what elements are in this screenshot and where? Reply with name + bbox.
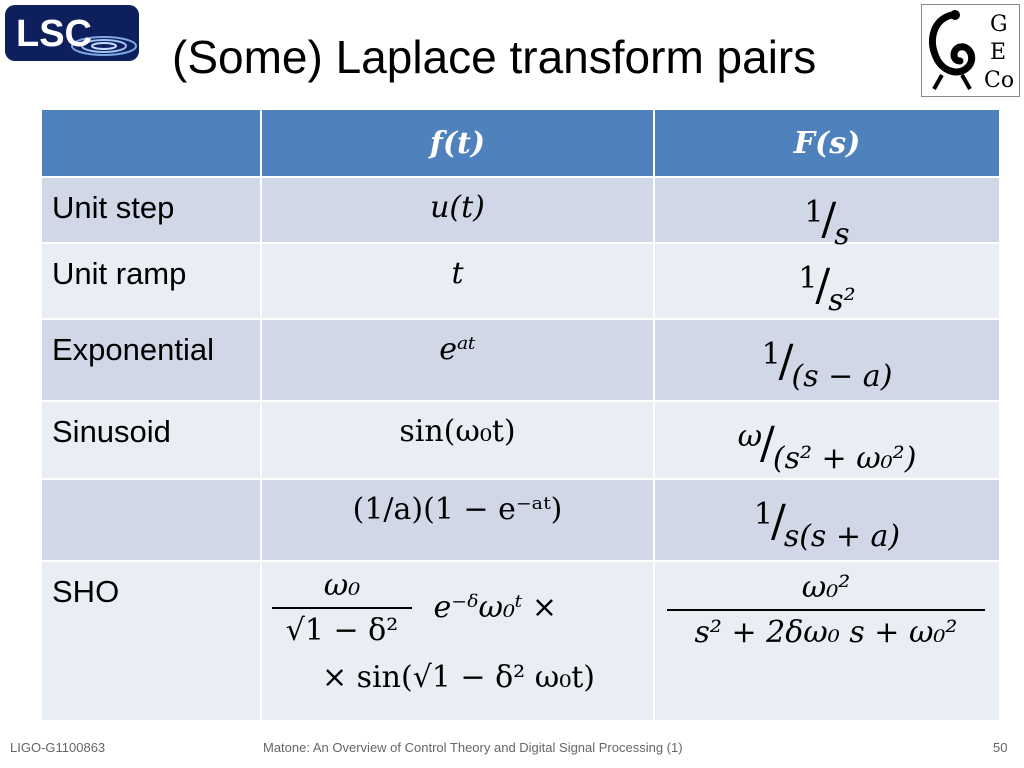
geco-letter-co: Co bbox=[984, 68, 1014, 93]
F-cell: ω₀² s² + 2δω₀ s + ω₀² bbox=[653, 560, 1001, 722]
page-title: (Some) Laplace transform pairs bbox=[172, 31, 817, 83]
header-F: F(s) bbox=[653, 108, 1001, 178]
table-row: Exponential eᵃᵗ 1/(s − a) bbox=[40, 318, 1001, 402]
F-fraction: ω/(s² + ω₀²) bbox=[737, 418, 917, 476]
table-header-row: f(t) F(s) bbox=[40, 108, 1001, 178]
F-fraction: 1/(s − a) bbox=[761, 336, 893, 394]
footer-page-number: 50 bbox=[993, 740, 1008, 755]
geco-letter-e: E bbox=[990, 40, 1006, 65]
row-label: Exponential bbox=[40, 318, 262, 402]
lsc-logo: LSC bbox=[4, 4, 140, 62]
f-denominator: √1 − δ² bbox=[285, 613, 399, 648]
F-cell: ω/(s² + ω₀²) bbox=[653, 400, 1001, 480]
F-denominator: (s² + ω₀²) bbox=[772, 441, 917, 476]
row-label: SHO bbox=[40, 560, 262, 722]
F-denominator: s(s + a) bbox=[783, 519, 901, 554]
F-fraction: 1/s bbox=[804, 194, 850, 252]
F-numerator: ω₀² bbox=[801, 570, 851, 605]
f-expression: sin(ω₀t) bbox=[399, 414, 516, 449]
geco-letter-g: G bbox=[990, 12, 1008, 37]
row-label bbox=[40, 478, 262, 562]
f-cell: eᵃᵗ bbox=[260, 318, 655, 402]
f-cell: (1/a)(1 − e⁻ᵃᵗ) bbox=[260, 478, 655, 562]
header-f: f(t) bbox=[260, 108, 655, 178]
table-row: Sinusoid sin(ω₀t) ω/(s² + ω₀²) bbox=[40, 400, 1001, 480]
F-denominator: s bbox=[834, 217, 850, 252]
F-fraction: 1/s² bbox=[798, 260, 856, 318]
F-numerator: 1 bbox=[753, 497, 773, 532]
f-fraction: ω₀ √1 − δ² bbox=[272, 568, 412, 648]
footer-document-id: LIGO-G1100863 bbox=[10, 740, 106, 755]
f-expression: eᵃᵗ bbox=[439, 332, 476, 367]
row-label: Unit ramp bbox=[40, 242, 262, 320]
table-row: SHO ω₀ √1 − δ² e⁻ᵟω₀ᵗ × × sin(√1 − δ² ω₀… bbox=[40, 560, 1001, 722]
f-cell: ω₀ √1 − δ² e⁻ᵟω₀ᵗ × × sin(√1 − δ² ω₀t) bbox=[260, 560, 655, 722]
F-fraction: 1/s(s + a) bbox=[753, 496, 901, 554]
f-cell: u(t) bbox=[260, 176, 655, 244]
row-label: Unit step bbox=[40, 176, 262, 244]
F-cell: 1/(s − a) bbox=[653, 318, 1001, 402]
f-exponential: e⁻ᵟω₀ᵗ × bbox=[433, 590, 558, 625]
f-expression: u(t) bbox=[430, 190, 485, 225]
F-numerator: 1 bbox=[804, 195, 824, 230]
f-numerator: ω₀ bbox=[323, 568, 361, 603]
f-cell: t bbox=[260, 242, 655, 320]
F-numerator: 1 bbox=[798, 261, 818, 296]
F-denominator: (s − a) bbox=[791, 359, 893, 394]
header-label bbox=[40, 108, 262, 178]
laplace-table: f(t) F(s) Unit step u(t) 1/s Unit ramp t… bbox=[40, 108, 1001, 722]
footer-presentation-title: Matone: An Overview of Control Theory an… bbox=[263, 740, 683, 755]
F-denominator: s² + 2δω₀ s + ω₀² bbox=[694, 615, 958, 650]
F-cell: 1/s(s + a) bbox=[653, 478, 1001, 562]
table-row: (1/a)(1 − e⁻ᵃᵗ) 1/s(s + a) bbox=[40, 478, 1001, 562]
f-expression: t bbox=[451, 256, 464, 291]
geco-logo: G E Co bbox=[921, 4, 1020, 97]
F-numerator: ω bbox=[737, 419, 763, 454]
table-row: Unit step u(t) 1/s bbox=[40, 176, 1001, 252]
lsc-logo-text: LSC bbox=[16, 13, 92, 55]
F-cell: 1/s bbox=[653, 176, 1001, 252]
F-cell: 1/s² bbox=[653, 242, 1001, 320]
f-cell: sin(ω₀t) bbox=[260, 400, 655, 480]
F-numerator: 1 bbox=[761, 337, 781, 372]
table-row: Unit ramp t 1/s² bbox=[40, 242, 1001, 320]
F-denominator: s² bbox=[828, 283, 856, 318]
row-label: Sinusoid bbox=[40, 400, 262, 480]
f-expression: (1/a)(1 − e⁻ᵃᵗ) bbox=[352, 492, 563, 527]
f-second-line: × sin(√1 − δ² ω₀t) bbox=[322, 660, 595, 695]
